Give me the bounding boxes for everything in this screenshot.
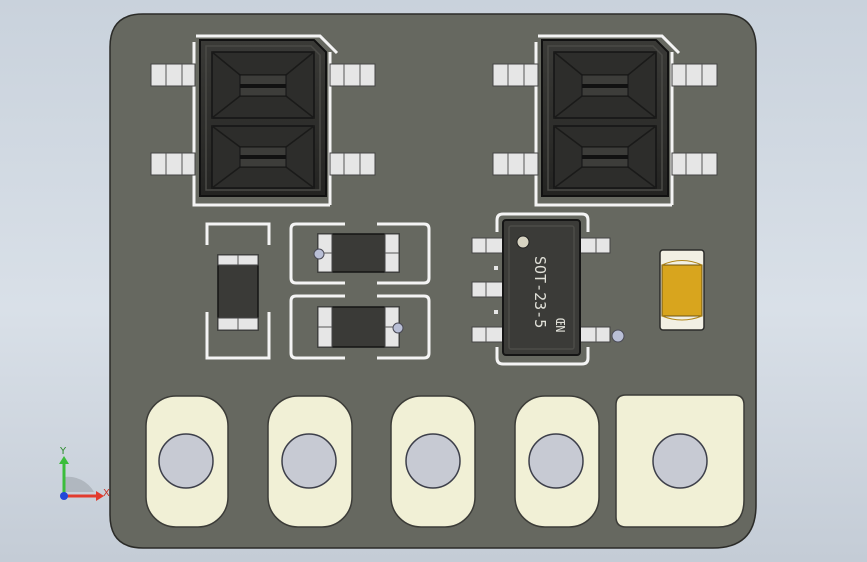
connector-cell-top — [211, 51, 315, 119]
drill-hole — [158, 433, 214, 489]
connector-left[interactable] — [150, 34, 376, 207]
z-axis — [60, 492, 68, 500]
ic-package-label: SOT-23-5 — [531, 256, 549, 328]
connector-cell-bottom — [211, 125, 315, 189]
x-axis-label: X — [103, 488, 110, 499]
silkscreen-outline — [289, 294, 431, 360]
connector-cell-bottom — [553, 125, 657, 189]
ic-sot23-5[interactable]: SOT-23-5 ŒN — [471, 212, 625, 366]
resistor-horizontal-bottom[interactable] — [289, 294, 431, 360]
ic-pin1-mark — [516, 235, 530, 249]
pin1-dot — [313, 248, 325, 260]
smd-pads — [150, 63, 376, 176]
y-axis-label: Y — [59, 446, 67, 457]
ic-body — [502, 219, 581, 356]
drill-hole — [281, 433, 337, 489]
pin-dot — [611, 329, 625, 343]
thru-hole-pad-5-square[interactable] — [615, 394, 745, 528]
ic-leads — [471, 237, 611, 343]
pad-dividers — [507, 64, 703, 175]
pad-dividers — [165, 64, 361, 175]
thru-hole-pad-2[interactable] — [267, 395, 353, 528]
connector-cell-top — [553, 51, 657, 119]
silkscreen-outline — [205, 222, 271, 360]
drill-hole — [652, 433, 708, 489]
smd-pads — [492, 63, 718, 176]
thru-hole-pad-4[interactable] — [514, 395, 600, 528]
silkscreen-outline — [289, 222, 431, 285]
ic-marking: ŒN — [553, 318, 567, 332]
thru-hole-pad-3[interactable] — [390, 395, 476, 528]
axis-triad: Y X — [59, 446, 110, 501]
pad-row — [145, 394, 745, 528]
resistor-vertical[interactable] — [205, 222, 271, 360]
silkscreen-outline — [495, 212, 590, 366]
resistor-horizontal-top[interactable] — [289, 222, 431, 285]
drill-hole — [405, 433, 461, 489]
capacitor[interactable] — [659, 249, 705, 331]
thru-hole-pad-1[interactable] — [145, 395, 229, 528]
connector-right[interactable] — [492, 34, 718, 207]
drill-hole — [528, 433, 584, 489]
pin1-dot — [392, 322, 404, 334]
capacitor-body — [661, 264, 703, 317]
